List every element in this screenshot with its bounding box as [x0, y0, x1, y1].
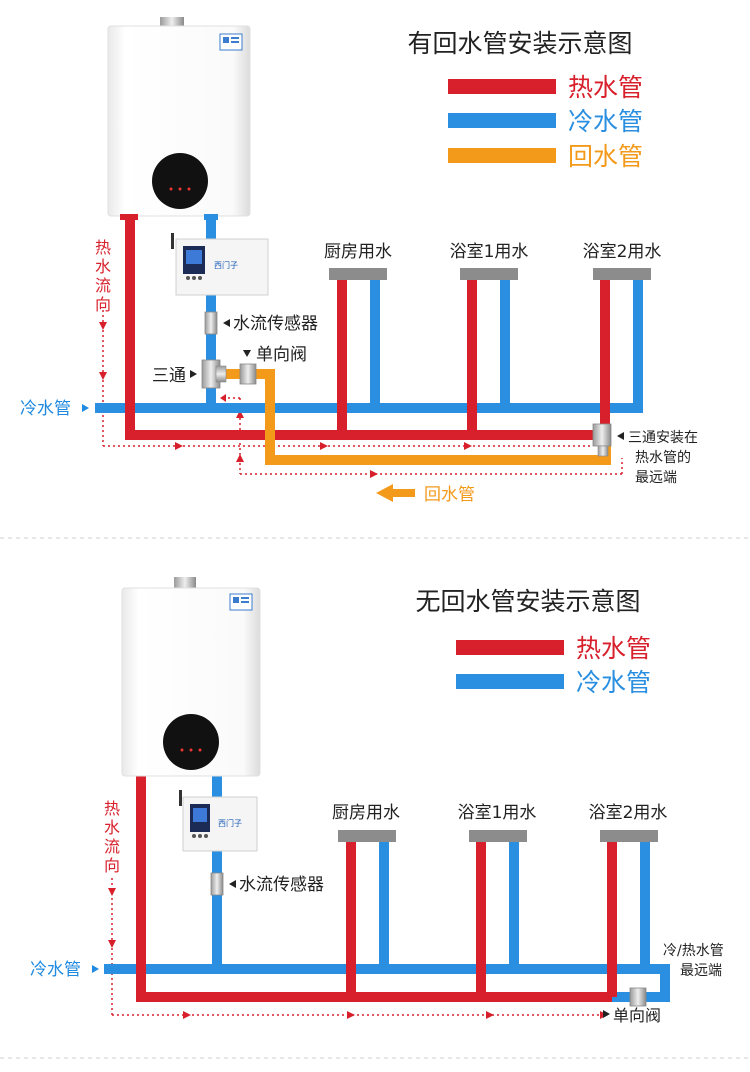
bath1-fixture	[460, 268, 518, 280]
bath2-label: 浴室2用水	[583, 242, 662, 262]
hot-riser-pipe	[125, 212, 135, 439]
far-end-cold-pipe	[660, 964, 670, 1002]
legend-cold-label: 冷水管	[576, 668, 651, 697]
diagram-with-return-pipe: 有回水管安装示意图 热水管 冷水管 回水管	[20, 17, 698, 505]
bath1-cold-branch	[509, 842, 519, 968]
far-end-note-1: 三通安装在	[628, 430, 698, 446]
far-end-note-2: 热水管的	[635, 450, 691, 466]
return-arrow-head	[376, 484, 393, 502]
flow-sensor-pointer	[223, 319, 230, 327]
kitchen-cold-branch	[370, 280, 380, 408]
flow-direction-arrows	[102, 310, 623, 475]
tee-pointer	[190, 370, 197, 378]
kitchen-label: 厨房用水	[332, 803, 400, 823]
bath1-label: 浴室1用水	[458, 803, 537, 823]
cold-inlet-arrow	[82, 404, 89, 412]
bath2-fixture	[600, 830, 658, 842]
hot-flow-label-3: 流	[95, 276, 111, 295]
cold-riser-pipe	[212, 770, 222, 970]
legend-cold-swatch	[456, 674, 564, 689]
far-end-note-1: 冷/热水管	[663, 943, 724, 959]
bath2-hot-branch	[600, 280, 610, 435]
kitchen-fixture	[329, 268, 387, 280]
bath2-cold-branch	[640, 842, 650, 968]
bath1-hot-branch	[467, 280, 477, 435]
bath2-fixture	[593, 268, 651, 280]
legend-hot-swatch	[448, 79, 556, 94]
cold-inlet-arrow	[92, 965, 99, 973]
cold-riser-pipe	[206, 212, 216, 408]
bath1-cold-branch	[500, 280, 510, 408]
tee-label: 三通	[152, 366, 186, 386]
check-valve-label: 单向阀	[613, 1006, 661, 1025]
top-title: 有回水管安装示意图	[407, 29, 632, 58]
return-label: 回水管	[424, 485, 475, 505]
flow-sensor-label: 水流传感器	[239, 875, 324, 895]
pump-controller: 西门子	[171, 233, 269, 296]
gas-water-heater-icon	[107, 17, 251, 220]
bath1-fixture	[469, 830, 527, 842]
bath1-hot-branch	[476, 842, 486, 997]
flow-direction-arrows	[111, 878, 600, 1016]
hot-flow-label-2: 水	[95, 257, 111, 276]
legend-hot-label: 热水管	[568, 73, 643, 102]
legend-hot-label: 热水管	[576, 634, 651, 663]
legend-return-label: 回水管	[568, 142, 643, 171]
flow-sensor-label: 水流传感器	[233, 314, 318, 334]
hot-flow-label-4: 向	[95, 295, 111, 314]
pump-brand: 西门子	[218, 818, 242, 828]
kitchen-fixture	[338, 830, 396, 842]
legend-cold-swatch	[448, 113, 556, 128]
cold-inlet-label: 冷水管	[20, 399, 71, 419]
cold-main-pipe	[104, 964, 670, 974]
kitchen-cold-branch	[379, 842, 389, 968]
return-riser-pipe	[265, 369, 275, 462]
flow-sensor-pointer	[229, 880, 236, 888]
hot-main-pipe	[136, 992, 612, 1002]
hot-flow-label-3: 流	[104, 837, 120, 856]
return-main-pipe	[265, 455, 611, 465]
diagram-without-return-pipe: 无回水管安装示意图 热水管 冷水管	[30, 577, 724, 1025]
flow-sensor	[210, 872, 224, 896]
flow-sensor	[204, 311, 218, 335]
hot-flow-label-2: 水	[104, 818, 120, 837]
far-end-note-3: 最远端	[635, 470, 677, 486]
far-end-tee-outlet	[597, 445, 609, 457]
cold-main-pipe	[95, 403, 643, 413]
gas-water-heater-icon	[121, 577, 261, 777]
hot-flow-label-1: 热	[104, 799, 120, 818]
cold-inlet-label: 冷水管	[30, 960, 81, 980]
check-valve-pointer	[243, 350, 251, 357]
hot-flow-label-1: 热	[95, 238, 111, 257]
hot-riser-pipe	[136, 770, 146, 1002]
far-end-tee	[592, 423, 612, 447]
legend-cold-label: 冷水管	[568, 107, 643, 136]
far-end-note-2: 最远端	[680, 963, 722, 979]
check-valve-pointer	[603, 1010, 610, 1018]
bottom-title: 无回水管安装示意图	[415, 587, 640, 616]
kitchen-hot-branch	[337, 280, 347, 435]
bath2-label: 浴室2用水	[589, 803, 668, 823]
check-valve-label: 单向阀	[256, 345, 307, 365]
kitchen-hot-branch	[346, 842, 356, 997]
hot-flow-label-4: 向	[104, 856, 120, 875]
hot-main-pipe	[125, 430, 610, 440]
kitchen-label: 厨房用水	[324, 242, 392, 262]
check-valve	[629, 987, 647, 1007]
far-end-pointer	[617, 432, 624, 440]
pump-controller: 西门子	[179, 790, 258, 852]
pump-brand: 西门子	[214, 260, 238, 270]
legend-return-swatch	[448, 148, 556, 163]
bath2-hot-branch	[607, 842, 617, 997]
bath2-cold-branch	[633, 280, 643, 408]
check-valve	[239, 363, 257, 385]
tee-outlet	[215, 365, 227, 383]
bath1-label: 浴室1用水	[450, 242, 529, 262]
return-arrow-shaft	[391, 489, 415, 497]
legend-hot-swatch	[456, 640, 564, 655]
flow-arrowheads	[99, 322, 472, 478]
